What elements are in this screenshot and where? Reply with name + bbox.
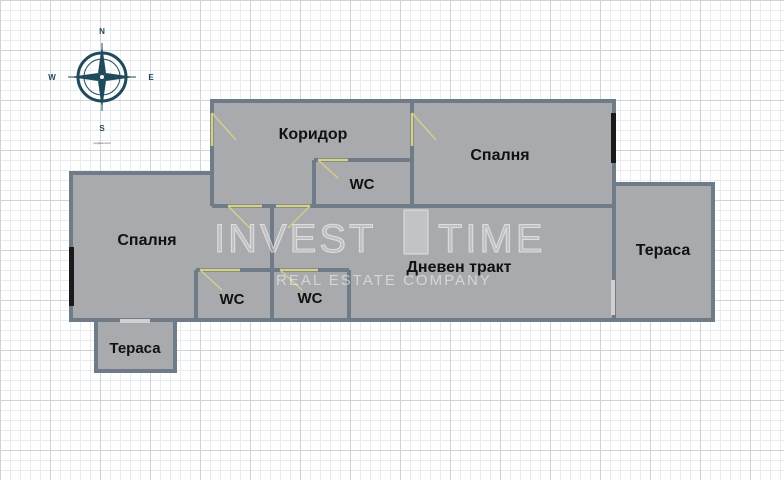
windows xyxy=(69,113,616,306)
compass-brand-text: pngtree.com xyxy=(94,141,111,145)
terrace-door-window xyxy=(120,319,150,323)
room-label-bedroom-top: Спалня xyxy=(470,147,529,164)
room-label-corridor: Коридор xyxy=(279,126,348,143)
watermark-left-text: INVEST xyxy=(214,217,376,261)
room-label-living: Дневен тракт xyxy=(407,259,512,276)
compass-rose-icon: N S E W pngtree.com xyxy=(48,27,154,145)
floor-fill xyxy=(71,101,713,371)
watermark-right-text: TIME xyxy=(438,217,546,261)
balcony-door-window xyxy=(611,280,615,315)
room-label-bedroom-left: Спалня xyxy=(117,232,176,249)
room-label-terrace-bottom: Тераса xyxy=(109,340,161,357)
compass-south-label: S xyxy=(99,124,105,133)
room-label-wc-left: WC xyxy=(220,291,245,308)
watermark-sub-text: REAL ESTATE COMPANY xyxy=(276,272,492,289)
watermark-logo-icon xyxy=(403,209,429,255)
compass-north-label: N xyxy=(99,27,105,36)
room-label-terrace-right: Тераса xyxy=(636,242,691,259)
compass-east-label: E xyxy=(148,73,154,82)
watermark: INVEST TIME REAL ESTATE COMPANY xyxy=(214,209,546,289)
doors xyxy=(199,112,437,291)
room-label-wc-middle: WC xyxy=(298,290,323,307)
compass-west-label: W xyxy=(48,73,56,82)
room-label-wc-top: WC xyxy=(350,176,375,193)
